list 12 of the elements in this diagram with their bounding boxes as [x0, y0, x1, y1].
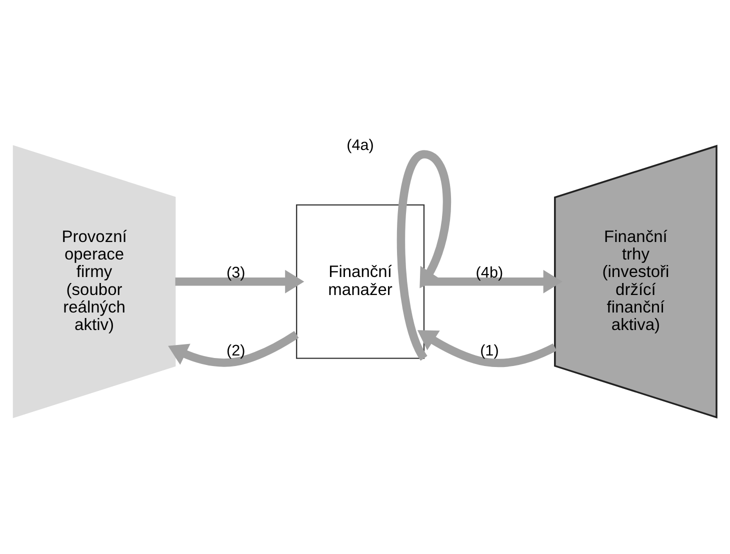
arrow — [175, 269, 304, 293]
arrow — [168, 330, 299, 366]
edge-label: (3) — [226, 264, 246, 281]
edge-label: (2) — [226, 342, 246, 359]
node-box: Finanční trhy (investoři držící finanční aktiva) — [554, 144, 718, 418]
arrow — [417, 330, 557, 367]
edge-label: (4b) — [476, 264, 504, 281]
edge-label: (1) — [480, 342, 499, 359]
node-box: Provozní operace firmy (soubor reálných aktiv) — [12, 144, 176, 418]
node-box: Finanční manažer — [296, 204, 425, 358]
edge-label: (4a) — [346, 136, 374, 154]
arrow — [424, 269, 562, 293]
